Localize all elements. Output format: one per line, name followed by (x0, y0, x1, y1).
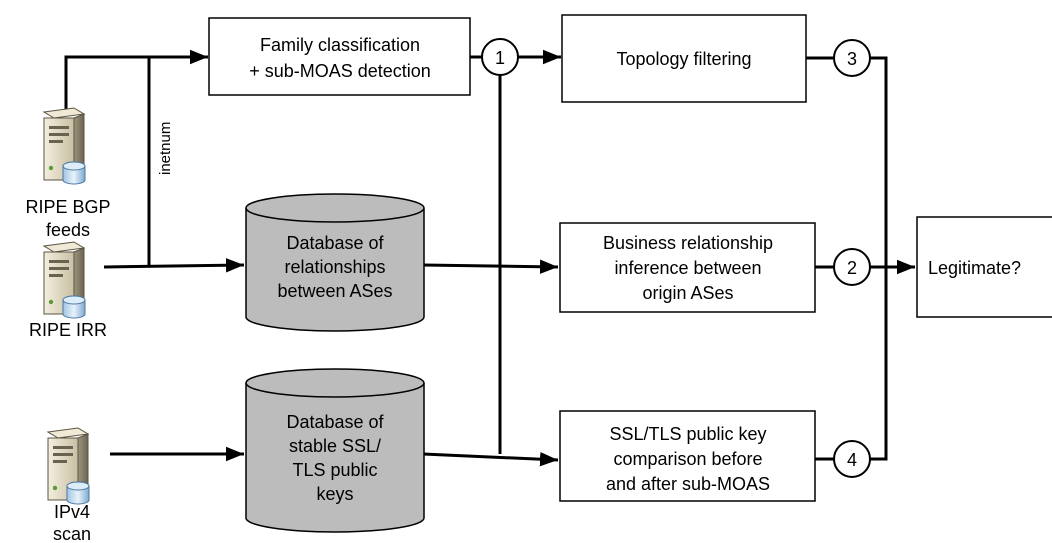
db-relationships-line1: Database of (286, 233, 384, 253)
db-keys-line3: TLS public (292, 460, 377, 480)
step-topology: Topology filtering (561, 14, 807, 103)
connectors (64, 49, 915, 467)
marker-4: 4 (833, 440, 871, 478)
ssl-line2: comparison before (613, 449, 762, 469)
db-keys-line1: Database of (286, 412, 384, 432)
classification-line2: + sub-MOAS detection (249, 61, 431, 81)
business-line3: origin ASes (642, 283, 733, 303)
server-database-icon (43, 241, 86, 319)
bgp-label-line1: RIPE BGP (25, 197, 110, 217)
database-relationships: Database of relationships between ASes (245, 193, 425, 332)
inetnum-label: inetnum (157, 122, 174, 175)
business-line1: Business relationship (603, 233, 773, 253)
db-keys-line4: keys (316, 484, 353, 504)
wire-relationships-to-business (422, 259, 559, 274)
step-business: Business relationship inference between … (559, 222, 816, 313)
server-database-icon (43, 107, 86, 185)
source-irr: RIPE IRR (29, 241, 107, 340)
db-relationships-line2: relationships (284, 257, 385, 277)
step-classification: Family classification + sub-MOAS detecti… (208, 17, 471, 96)
ssl-line1: SSL/TLS public key (609, 424, 766, 444)
topology-label: Topology filtering (616, 49, 751, 69)
ssl-line3: and after sub-MOAS (606, 474, 770, 494)
irr-label: RIPE IRR (29, 320, 107, 340)
wire-m3-to-bus (870, 56, 888, 461)
database-keys: Database of stable SSL/ TLS public keys (245, 368, 425, 533)
marker-1: 1 (481, 38, 519, 76)
marker-3: 3 (833, 39, 871, 77)
scan-label-line1: IPv4 (54, 502, 90, 522)
bgp-label-line2: feeds (46, 220, 90, 240)
wire-irr-to-relationships (103, 258, 245, 273)
result-label: Legitimate? (928, 258, 1021, 278)
source-scan: IPv4 scan (47, 427, 91, 543)
step-ssl: SSL/TLS public key comparison before and… (559, 410, 816, 502)
source-bgp: RIPE BGP feeds (25, 107, 111, 240)
scan-label-line2: scan (53, 524, 91, 543)
marker-2: 2 (833, 248, 871, 286)
server-database-icon (47, 427, 90, 505)
wire-bgp-to-classification (64, 49, 208, 110)
db-keys-line2: stable SSL/ (289, 436, 381, 456)
marker-2-label: 2 (847, 258, 857, 278)
wire-keys-to-ssl (422, 452, 559, 467)
db-relationships-line3: between ASes (277, 281, 392, 301)
classification-line1: Family classification (260, 35, 420, 55)
step-result: Legitimate? (916, 216, 1052, 318)
marker-4-label: 4 (847, 450, 857, 470)
marker-3-label: 3 (847, 49, 857, 69)
marker-1-label: 1 (495, 48, 505, 68)
business-line2: inference between (614, 258, 761, 278)
